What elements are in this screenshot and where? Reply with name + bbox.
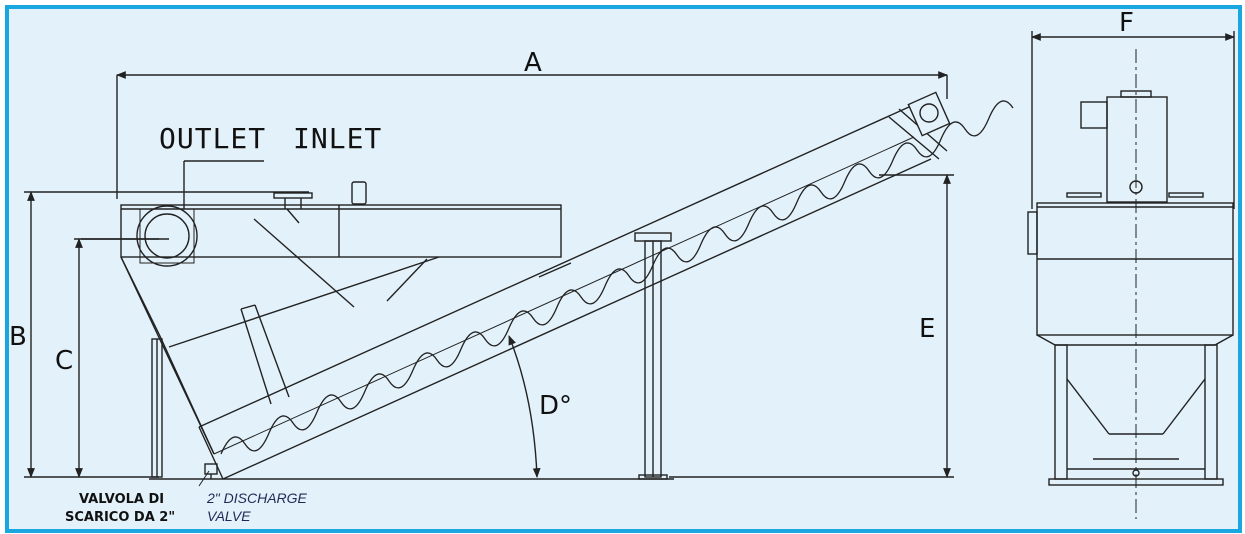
- front-hopper: [1048, 344, 1224, 486]
- angle-arc-d: [508, 335, 541, 478]
- dim-c-label: C: [55, 346, 73, 376]
- dim-b-label: B: [9, 322, 27, 352]
- vent-cap: [351, 181, 367, 205]
- baffle-plate: [240, 304, 290, 405]
- discharge-valve: [198, 463, 218, 487]
- valve-en-line2: VALVE: [207, 508, 251, 524]
- front-flange-left: [1066, 192, 1102, 198]
- front-view: [1027, 31, 1235, 519]
- valve-it-line2: SCARICO DA 2": [65, 510, 175, 525]
- screw-shaft: [213, 136, 915, 455]
- front-motor: [1080, 90, 1168, 203]
- valve-en-line1: 2" DISCHARGE: [206, 490, 308, 506]
- dim-d-label: D°: [539, 391, 572, 421]
- dimension-f: [1031, 31, 1235, 209]
- dim-f-label: F: [1119, 9, 1134, 38]
- left-leg: [151, 338, 163, 478]
- outlet-label: OUTLET: [159, 122, 266, 155]
- screw-conveyor-tube: [198, 106, 932, 480]
- front-flange-right: [1168, 192, 1204, 198]
- drive-motor: [888, 91, 951, 160]
- dim-a-label: A: [524, 48, 542, 78]
- dim-e-label: E: [919, 314, 935, 344]
- inlet-label: INLET: [293, 122, 382, 155]
- tank: [120, 204, 562, 455]
- outlet-flange: [136, 205, 198, 267]
- front-tank: [1027, 202, 1234, 346]
- drawing-frame: OUTLET INLET A B C D° E F VALVOLA DI SCA…: [5, 5, 1242, 533]
- side-view: [24, 71, 1014, 487]
- dimension-c: [74, 238, 169, 478]
- technical-drawing: OUTLET INLET A B C D° E F VALVOLA DI SCA…: [9, 9, 1235, 525]
- dimension-b: [24, 191, 309, 478]
- valve-it-line1: VALVOLA DI: [79, 492, 164, 507]
- inlet-flange: [273, 192, 313, 224]
- right-leg: [634, 232, 672, 480]
- dimension-e: [669, 174, 954, 478]
- dimension-a: [116, 71, 948, 199]
- screw-flight: [220, 100, 1014, 455]
